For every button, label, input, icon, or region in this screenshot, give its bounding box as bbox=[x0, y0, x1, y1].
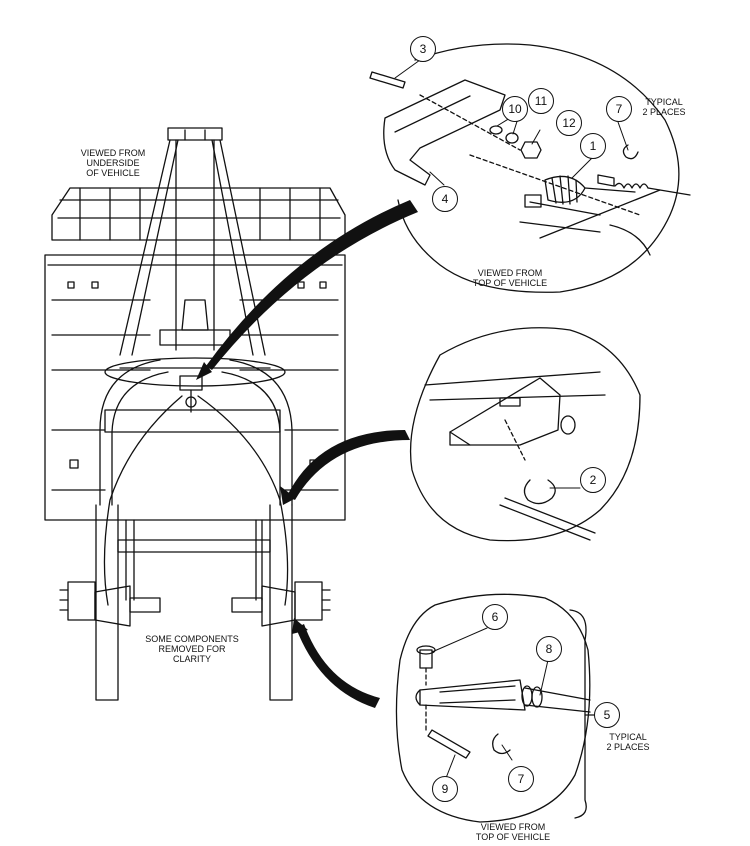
callout-2: 2 bbox=[580, 467, 606, 493]
callout-7-bottom: 7 bbox=[508, 766, 534, 792]
detail-view-bottom bbox=[395, 593, 596, 823]
note-some-components-removed: SOME COMPONENTS REMOVED FOR CLARITY bbox=[145, 634, 239, 664]
callout-6: 6 bbox=[482, 604, 508, 630]
detail-view-top bbox=[369, 43, 691, 293]
detail-arrows bbox=[196, 200, 418, 708]
note-viewed-from-underside: VIEWED FROM UNDERSIDE OF VEHICLE bbox=[80, 148, 146, 178]
callout-7-top: 7 bbox=[606, 96, 632, 122]
callout-1: 1 bbox=[580, 133, 606, 159]
callout-10: 10 bbox=[502, 96, 528, 122]
callout-4: 4 bbox=[432, 186, 458, 212]
callout-12: 12 bbox=[556, 110, 582, 136]
callout-3: 3 bbox=[410, 36, 436, 62]
callout-8: 8 bbox=[536, 636, 562, 662]
callout-9: 9 bbox=[432, 776, 458, 802]
callout-5: 5 bbox=[594, 702, 620, 728]
note-typical-2-places-top: TYPICAL 2 PLACES bbox=[642, 97, 686, 117]
note-viewed-from-top-2: VIEWED FROM TOP OF VEHICLE bbox=[475, 822, 551, 842]
callout-11: 11 bbox=[528, 88, 554, 114]
note-typical-2-places-bottom: TYPICAL 2 PLACES bbox=[606, 732, 650, 752]
vehicle-chassis bbox=[44, 127, 346, 701]
note-viewed-from-top-1: VIEWED FROM TOP OF VEHICLE bbox=[472, 268, 548, 288]
detail-view-middle bbox=[409, 327, 641, 542]
leader-lines bbox=[394, 59, 629, 779]
